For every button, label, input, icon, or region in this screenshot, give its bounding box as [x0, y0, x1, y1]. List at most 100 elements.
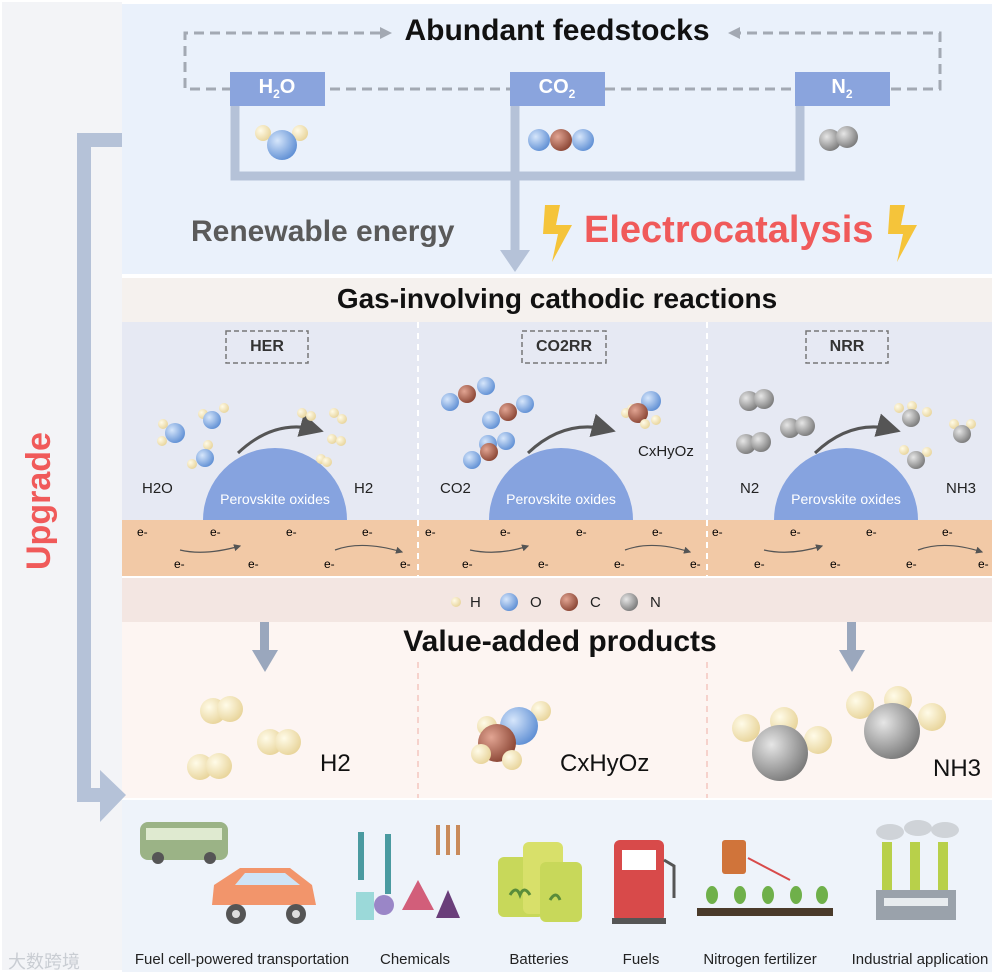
reaction-title-band — [122, 278, 992, 322]
products-title: Value-added products — [403, 625, 717, 658]
co2rr-reactant-label: CO2 — [440, 480, 471, 497]
electron-label: e- — [614, 557, 625, 571]
electron-label: e- — [978, 557, 989, 571]
legend-label-c: C — [590, 594, 601, 611]
tag-her: HER — [250, 338, 284, 355]
h2o-box — [230, 72, 325, 106]
renewable-energy-label: Renewable energy — [191, 215, 455, 248]
chemicals-icon — [356, 825, 460, 920]
feedstocks-title: Abundant feedstocks — [404, 14, 710, 47]
nrr-reaction-arrow — [813, 413, 901, 455]
electron-label: e- — [942, 525, 953, 539]
perovskite-dome-nrr — [774, 448, 918, 520]
h2-product-molecules — [187, 696, 301, 780]
nrr-reactant-label: N2 — [740, 480, 760, 497]
fuel-pump-icon — [612, 840, 676, 924]
product-nh3-label: NH3 — [933, 755, 982, 782]
app-label-batteries: Batteries — [509, 951, 569, 968]
electron-label: e- — [324, 557, 335, 571]
lightning-icon-right — [888, 205, 917, 262]
substrate-band — [122, 520, 992, 576]
h2o-molecule — [255, 125, 308, 160]
electron-label: e- — [866, 525, 877, 539]
product-arrows — [252, 622, 865, 672]
app-label-transport: Fuel cell-powered transportation — [134, 951, 350, 968]
perovskite-label-her: Perovskite oxides — [220, 491, 330, 507]
n2-box — [795, 72, 890, 106]
co2-molecule — [528, 129, 594, 151]
perovskite-dome-her — [203, 448, 347, 520]
app-label-chemicals: Chemicals — [379, 951, 451, 968]
electron-label: e- — [830, 557, 841, 571]
electron-label: e- — [362, 525, 373, 539]
cxhyoz-product-molecule — [471, 701, 551, 770]
electron-label: e- — [754, 557, 765, 571]
perovskite-dome-co2rr — [489, 448, 633, 520]
electron-label: e- — [576, 525, 587, 539]
feedstock-pipes — [230, 106, 805, 252]
watermark: 大数跨境 — [8, 952, 80, 972]
electron-label: e- — [286, 525, 297, 539]
electron-label: e- — [538, 557, 549, 571]
bus-icon — [140, 822, 228, 864]
co2rr-reactant-molecules — [441, 377, 534, 469]
reactions-title: Gas-involving cathodic reactions — [336, 283, 778, 314]
n2-molecule — [819, 126, 858, 151]
co2rr-reaction-arrow — [526, 413, 616, 455]
cycle-arrowhead-left — [728, 27, 740, 39]
nrr-reactant-molecules — [736, 389, 815, 454]
perovskite-label-nrr: Perovskite oxides — [791, 491, 901, 507]
upgrade-arrow — [77, 133, 126, 822]
co2rr-product-label: CxHyOz — [638, 443, 694, 460]
batteries-icon — [498, 842, 582, 922]
fertilizer-icon — [697, 840, 833, 916]
car-icon — [212, 868, 316, 924]
feedstock-label-n2: N2 — [831, 76, 853, 101]
her-product-label: H2 — [354, 480, 374, 497]
product-cxhyoz-label: CxHyOz — [560, 750, 650, 777]
electron-label: e- — [400, 557, 411, 571]
app-label-industrial: Industrial application — [851, 951, 989, 968]
legend-band — [122, 578, 992, 622]
electron-flow-arrows — [179, 544, 984, 554]
nh3-product-molecules — [732, 686, 946, 781]
co2-box — [510, 72, 605, 106]
electron-label: e- — [425, 525, 436, 539]
product-h2-label: H2 — [320, 750, 351, 777]
electrocatalysis-label: Electrocatalysis — [584, 209, 874, 251]
electron-label: e- — [248, 557, 259, 571]
upgrade-label: Upgrade — [20, 432, 58, 570]
electron-label: e- — [137, 525, 148, 539]
feedstock-label-co2: CO2 — [538, 76, 576, 101]
lightning-icon-left — [543, 205, 572, 262]
electron-label: e- — [690, 557, 701, 571]
factory-icon — [876, 820, 959, 920]
legend-swatches — [451, 593, 638, 611]
legend-label-h: H — [470, 594, 481, 611]
app-label-fertilizer: Nitrogen fertilizer — [703, 951, 817, 968]
legend-label-o: O — [530, 594, 542, 611]
her-reactant-label: H2O — [142, 480, 173, 497]
nrr-product-molecules — [894, 401, 976, 469]
her-reactant-molecules — [157, 403, 229, 469]
electron-label: e- — [790, 525, 801, 539]
nrr-product-label: NH3 — [946, 480, 977, 497]
tag-nrr: NRR — [829, 338, 865, 355]
electron-label: e- — [174, 557, 185, 571]
her-reaction-arrow — [236, 413, 324, 455]
app-label-fuels: Fuels — [622, 951, 660, 968]
nrr-tag-box — [805, 330, 889, 364]
cycle-arrowhead-right — [380, 27, 392, 39]
electron-label: e- — [906, 557, 917, 571]
electron-label: e- — [712, 525, 723, 539]
electron-label: e- — [500, 525, 511, 539]
energy-down-arrow — [500, 250, 530, 272]
perovskite-label-co2rr: Perovskite oxides — [506, 491, 616, 507]
co2rr-tag-box — [521, 330, 607, 364]
electron-label: e- — [210, 525, 221, 539]
tag-co2rr: CO2RR — [535, 338, 593, 355]
electron-label: e- — [462, 557, 473, 571]
legend-label-n: N — [650, 594, 661, 611]
